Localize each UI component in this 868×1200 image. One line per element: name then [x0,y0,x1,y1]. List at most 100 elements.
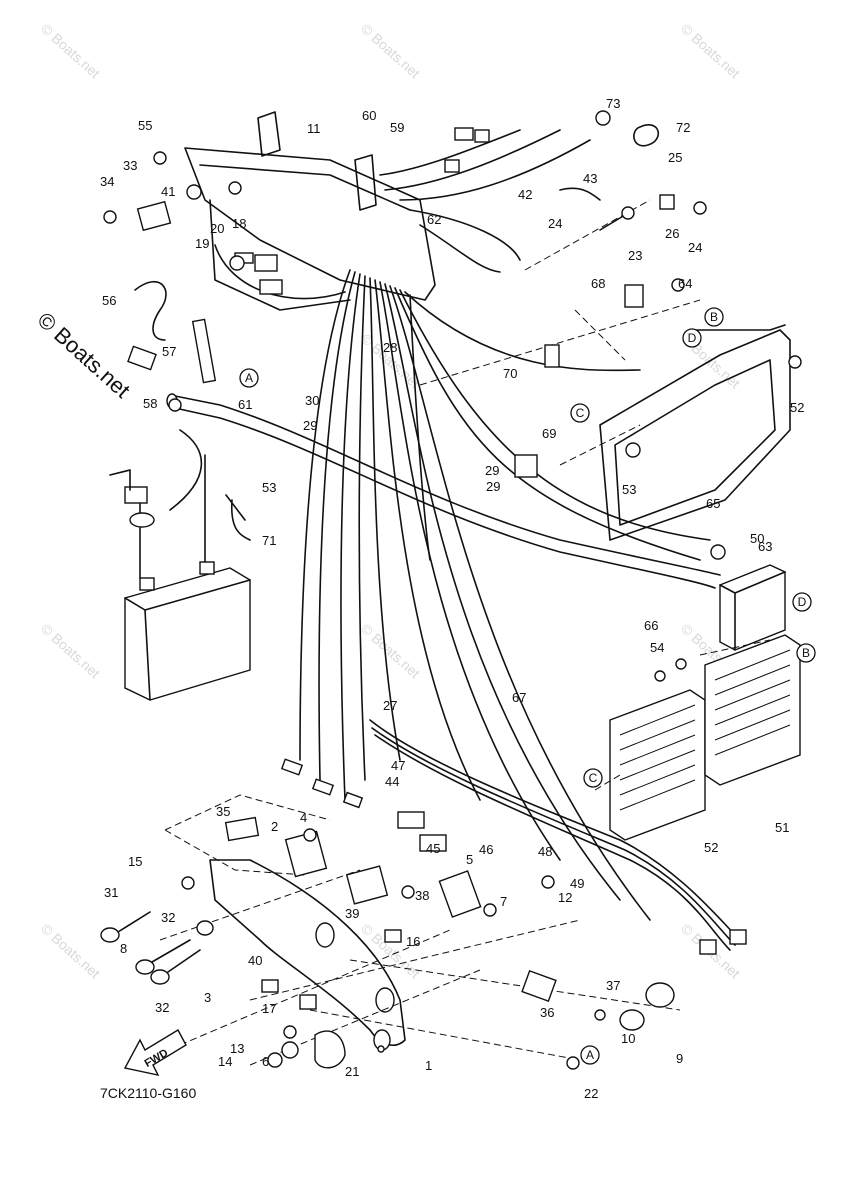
svg-text:C: C [589,771,598,785]
part-label: 50 [750,531,764,546]
callout-a: A [239,368,259,388]
part-label: 23 [628,248,642,263]
watermark: © Boats.net [358,20,423,81]
part-label: 15 [128,854,142,869]
part-label: 34 [100,174,114,189]
part-label: 27 [383,698,397,713]
part-label: 39 [345,906,359,921]
part-label: 68 [591,276,605,291]
part-label: 32 [161,910,175,925]
svg-text:A: A [586,1048,594,1062]
control-panel [209,859,406,1051]
diagram-code: 7CK2110-G160 [100,1085,196,1101]
part-label: 2 [271,819,278,834]
part-label: 35 [216,804,230,819]
part-label: 31 [104,885,118,900]
part-label: 56 [102,293,116,308]
part-label: 5 [466,852,473,867]
callout-b: B [796,643,816,663]
part-label: 36 [540,1005,554,1020]
part-label: 70 [503,366,517,381]
part-label: 6 [262,1054,269,1069]
part-label: 60 [362,108,376,123]
part-label: 57 [162,344,176,359]
part-label: 1 [425,1058,432,1073]
part-label: 3 [204,990,211,1005]
callout-c: C [570,403,590,423]
leader-lines [159,199,771,1066]
part-label: 38 [415,888,429,903]
callout-d: D [682,328,702,348]
callout-letters: A A B B C C D D [239,307,816,1065]
part-label: 25 [668,150,682,165]
part-label: 26 [665,226,679,241]
watermark: © Boats.net [358,620,423,681]
part-label: 69 [542,426,556,441]
part-label: 28 [383,340,397,355]
part-label: 24 [688,240,702,255]
part-label: 37 [606,978,620,993]
part-label: 47 [391,758,405,773]
callout-b: B [704,307,724,327]
part-label: 64 [678,276,692,291]
svg-text:A: A [245,371,253,385]
part-label: 29 [486,479,500,494]
part-label: 45 [426,841,440,856]
svg-text:B: B [802,646,810,660]
harness-28 [369,719,747,955]
part-label: 62 [427,212,441,227]
part-label: 61 [238,397,252,412]
small-parts [100,110,802,1070]
part-label: 17 [262,1001,276,1016]
part-label: 32 [155,1000,169,1015]
part-label: 29 [485,463,499,478]
part-label: 33 [123,158,137,173]
svg-text:B: B [710,310,718,324]
cable-54 [166,393,721,589]
part-number-labels: 1234567891011121314151617181920212223242… [100,96,804,1101]
main-harness-bundle [280,269,711,921]
ecu-modules [609,564,801,841]
svg-text:D: D [798,595,807,609]
part-label: 19 [195,236,209,251]
part-label: 59 [390,120,404,135]
part-label: 22 [584,1086,598,1101]
part-label: 49 [570,876,584,891]
part-label: 72 [676,120,690,135]
part-label: 16 [406,934,420,949]
part-label: 41 [161,184,175,199]
part-label: 53 [262,480,276,495]
part-label: 52 [704,840,718,855]
part-label: 71 [262,533,276,548]
part-label: 43 [583,171,597,186]
part-label: 8 [120,941,127,956]
part-label: 67 [512,690,526,705]
part-label: 65 [706,496,720,511]
brand-mark: © Boats.net [33,307,135,403]
part-label: 63 [758,539,772,554]
part-label: 73 [606,96,620,111]
harness-bracket [184,111,436,311]
part-label: 53 [622,482,636,497]
part-label: 30 [305,393,319,408]
part-label: 4 [300,810,307,825]
part-label: 58 [143,396,157,411]
part-label: 29 [303,418,317,433]
watermark: © Boats.net [38,620,103,681]
part-label: 52 [790,400,804,415]
battery [109,429,251,701]
part-label: 9 [676,1051,683,1066]
part-label: 40 [248,953,262,968]
callout-c: C [583,768,603,788]
part-label: 10 [621,1031,635,1046]
part-label: 48 [538,844,552,859]
part-label: 42 [518,187,532,202]
callout-d: D [792,592,812,612]
part-label: 21 [345,1064,359,1079]
callout-a: A [580,1045,600,1065]
part-label: 14 [218,1054,232,1069]
part-label: 24 [548,216,562,231]
harness-cables-top [379,127,591,273]
part-label: 66 [644,618,658,633]
